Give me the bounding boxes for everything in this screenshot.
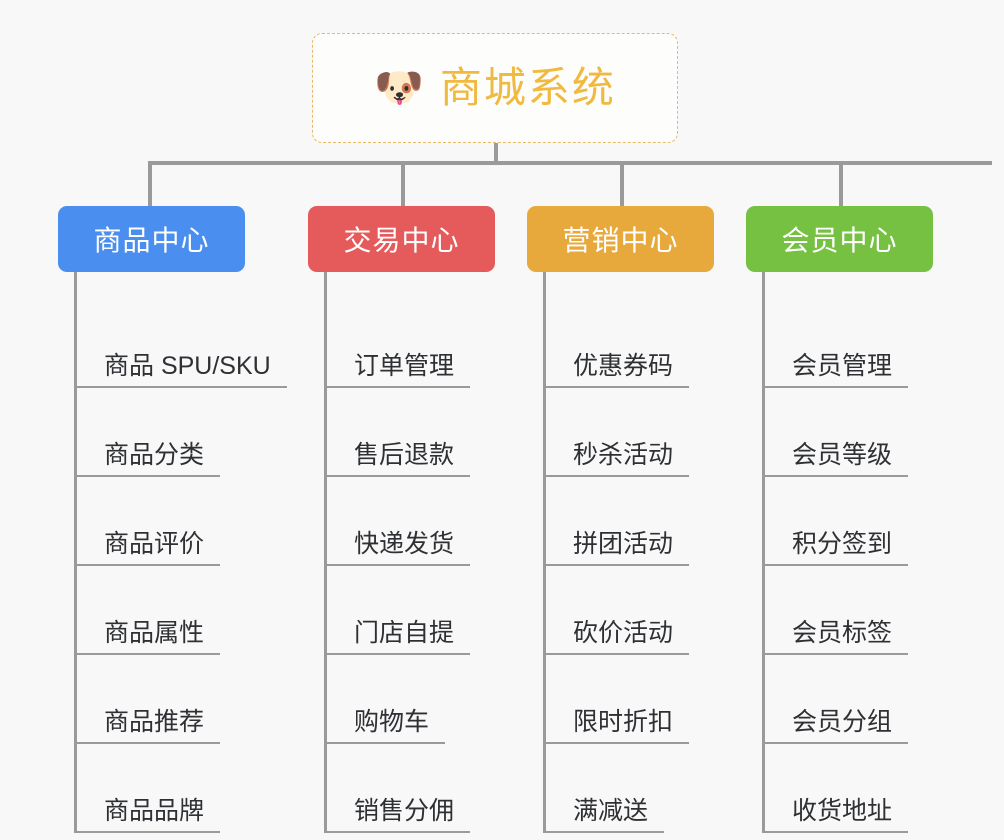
leaf-item-label: 满减送	[543, 797, 665, 833]
leaf-item[interactable]: 满减送	[543, 744, 714, 833]
leaf-item[interactable]: 商品 SPU/SKU	[74, 299, 287, 388]
leaf-item-label: 商品属性	[74, 619, 221, 655]
leaf-item[interactable]: 订单管理	[324, 299, 495, 388]
leaf-item-label: 订单管理	[324, 352, 471, 388]
leaf-item-label: 售后退款	[324, 441, 471, 477]
branch-header-label: 会员中心	[781, 225, 898, 256]
leaf-item-label: 会员标签	[762, 619, 909, 655]
leaf-item[interactable]: 门店自提	[324, 566, 495, 655]
leaf-item-label: 秒杀活动	[543, 441, 690, 477]
branch-items-product-center: 商品 SPU/SKU 商品分类商品评价商品属性商品推荐商品品牌	[74, 272, 287, 833]
leaf-item-label: 会员等级	[762, 441, 909, 477]
branch-marketing-center: 营销中心优惠券码秒杀活动拼团活动砍价活动限时折扣满减送	[527, 206, 714, 833]
leaf-item-label: 门店自提	[324, 619, 471, 655]
leaf-item-label: 拼团活动	[543, 530, 690, 566]
leaf-item[interactable]: 会员等级	[762, 388, 933, 477]
branch-header-product-center[interactable]: 商品中心	[58, 206, 245, 272]
leaf-item-label: 商品 SPU/SKU	[74, 352, 287, 388]
leaf-item-label: 收货地址	[762, 797, 909, 833]
leaf-item[interactable]: 会员分组	[762, 655, 933, 744]
leaf-item[interactable]: 拼团活动	[543, 477, 714, 566]
branch-member-center: 会员中心会员管理会员等级积分签到会员标签会员分组收货地址	[746, 206, 933, 833]
leaf-item[interactable]: 积分签到	[762, 477, 933, 566]
branch-items-marketing-center: 优惠券码秒杀活动拼团活动砍价活动限时折扣满减送	[543, 272, 714, 833]
branch-spine-product-center	[74, 272, 77, 833]
leaf-item[interactable]: 快递发货	[324, 477, 495, 566]
branch-product-center: 商品中心商品 SPU/SKU 商品分类商品评价商品属性商品推荐商品品牌	[58, 206, 287, 833]
branch-header-label: 商品中心	[93, 225, 210, 256]
leaf-item[interactable]: 收货地址	[762, 744, 933, 833]
trunk-horizontal-bus	[148, 161, 992, 165]
trunk-vertical-connector	[494, 143, 498, 165]
leaf-item-label: 砍价活动	[543, 619, 690, 655]
branch-header-label: 交易中心	[343, 225, 460, 256]
leaf-item-label: 购物车	[324, 708, 446, 744]
leaf-item[interactable]: 商品评价	[74, 477, 287, 566]
leaf-item-label: 会员分组	[762, 708, 909, 744]
trunk-drop-marketing-center	[620, 161, 624, 206]
leaf-item[interactable]: 砍价活动	[543, 566, 714, 655]
leaf-item[interactable]: 限时折扣	[543, 655, 714, 744]
branch-header-trade-center[interactable]: 交易中心	[308, 206, 495, 272]
leaf-item-label: 商品推荐	[74, 708, 221, 744]
branch-spine-marketing-center	[543, 272, 546, 833]
leaf-item-label: 商品评价	[74, 530, 221, 566]
branch-header-label: 营销中心	[562, 225, 679, 256]
leaf-item[interactable]: 商品属性	[74, 566, 287, 655]
leaf-item[interactable]: 商品分类	[74, 388, 287, 477]
leaf-item[interactable]: 优惠券码	[543, 299, 714, 388]
branch-header-marketing-center[interactable]: 营销中心	[527, 206, 714, 272]
branch-spine-trade-center	[324, 272, 327, 833]
dog-face-icon: 🐶	[374, 66, 424, 110]
root-node-shopping-mall-system[interactable]: 🐶 商城系统	[312, 33, 678, 143]
leaf-item[interactable]: 售后退款	[324, 388, 495, 477]
branch-header-member-center[interactable]: 会员中心	[746, 206, 933, 272]
leaf-item-label: 销售分佣	[324, 797, 471, 833]
root-node-title: 商城系统	[439, 64, 616, 111]
branch-spine-member-center	[762, 272, 765, 833]
leaf-item[interactable]: 会员管理	[762, 299, 933, 388]
trunk-drop-trade-center	[401, 161, 405, 206]
leaf-item[interactable]: 购物车	[324, 655, 495, 744]
leaf-item[interactable]: 商品推荐	[74, 655, 287, 744]
branch-items-trade-center: 订单管理售后退款快递发货门店自提购物车销售分佣	[324, 272, 495, 833]
leaf-item-label: 会员管理	[762, 352, 909, 388]
branch-items-member-center: 会员管理会员等级积分签到会员标签会员分组收货地址	[762, 272, 933, 833]
trunk-drop-member-center	[839, 161, 843, 206]
leaf-item-label: 快递发货	[324, 530, 471, 566]
trunk-drop-product-center	[148, 161, 152, 206]
leaf-item-label: 商品分类	[74, 441, 221, 477]
branch-trade-center: 交易中心订单管理售后退款快递发货门店自提购物车销售分佣	[308, 206, 495, 833]
leaf-item[interactable]: 销售分佣	[324, 744, 495, 833]
leaf-item[interactable]: 秒杀活动	[543, 388, 714, 477]
leaf-item[interactable]: 商品品牌	[74, 744, 287, 833]
leaf-item-label: 优惠券码	[543, 352, 690, 388]
leaf-item-label: 限时折扣	[543, 708, 690, 744]
leaf-item[interactable]: 会员标签	[762, 566, 933, 655]
leaf-item-label: 积分签到	[762, 530, 909, 566]
leaf-item-label: 商品品牌	[74, 797, 221, 833]
